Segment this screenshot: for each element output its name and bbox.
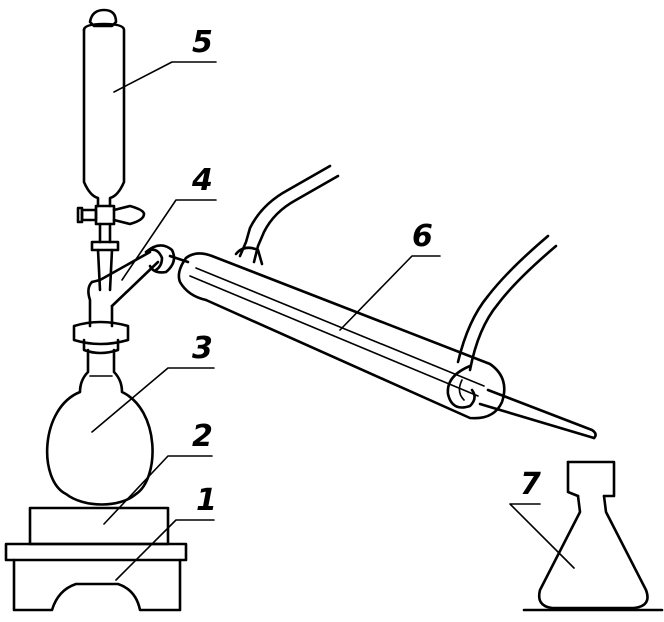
label-5: 5 (192, 25, 213, 60)
label-7: 7 (520, 467, 541, 502)
label-2: 2 (192, 419, 213, 454)
dropping-funnel (76, 8, 146, 292)
heater-plate (28, 506, 170, 546)
leader-lines (91, 61, 575, 581)
round-bottom-flask (45, 348, 154, 506)
label-6: 6 (412, 219, 433, 254)
heater-base (4, 542, 188, 612)
erlenmeyer-flask (522, 460, 664, 612)
label-4: 4 (191, 163, 213, 198)
label-3: 3 (192, 331, 213, 366)
distillation-head (72, 244, 190, 355)
liebig-condenser (177, 164, 597, 440)
label-1: 1 (196, 483, 217, 518)
